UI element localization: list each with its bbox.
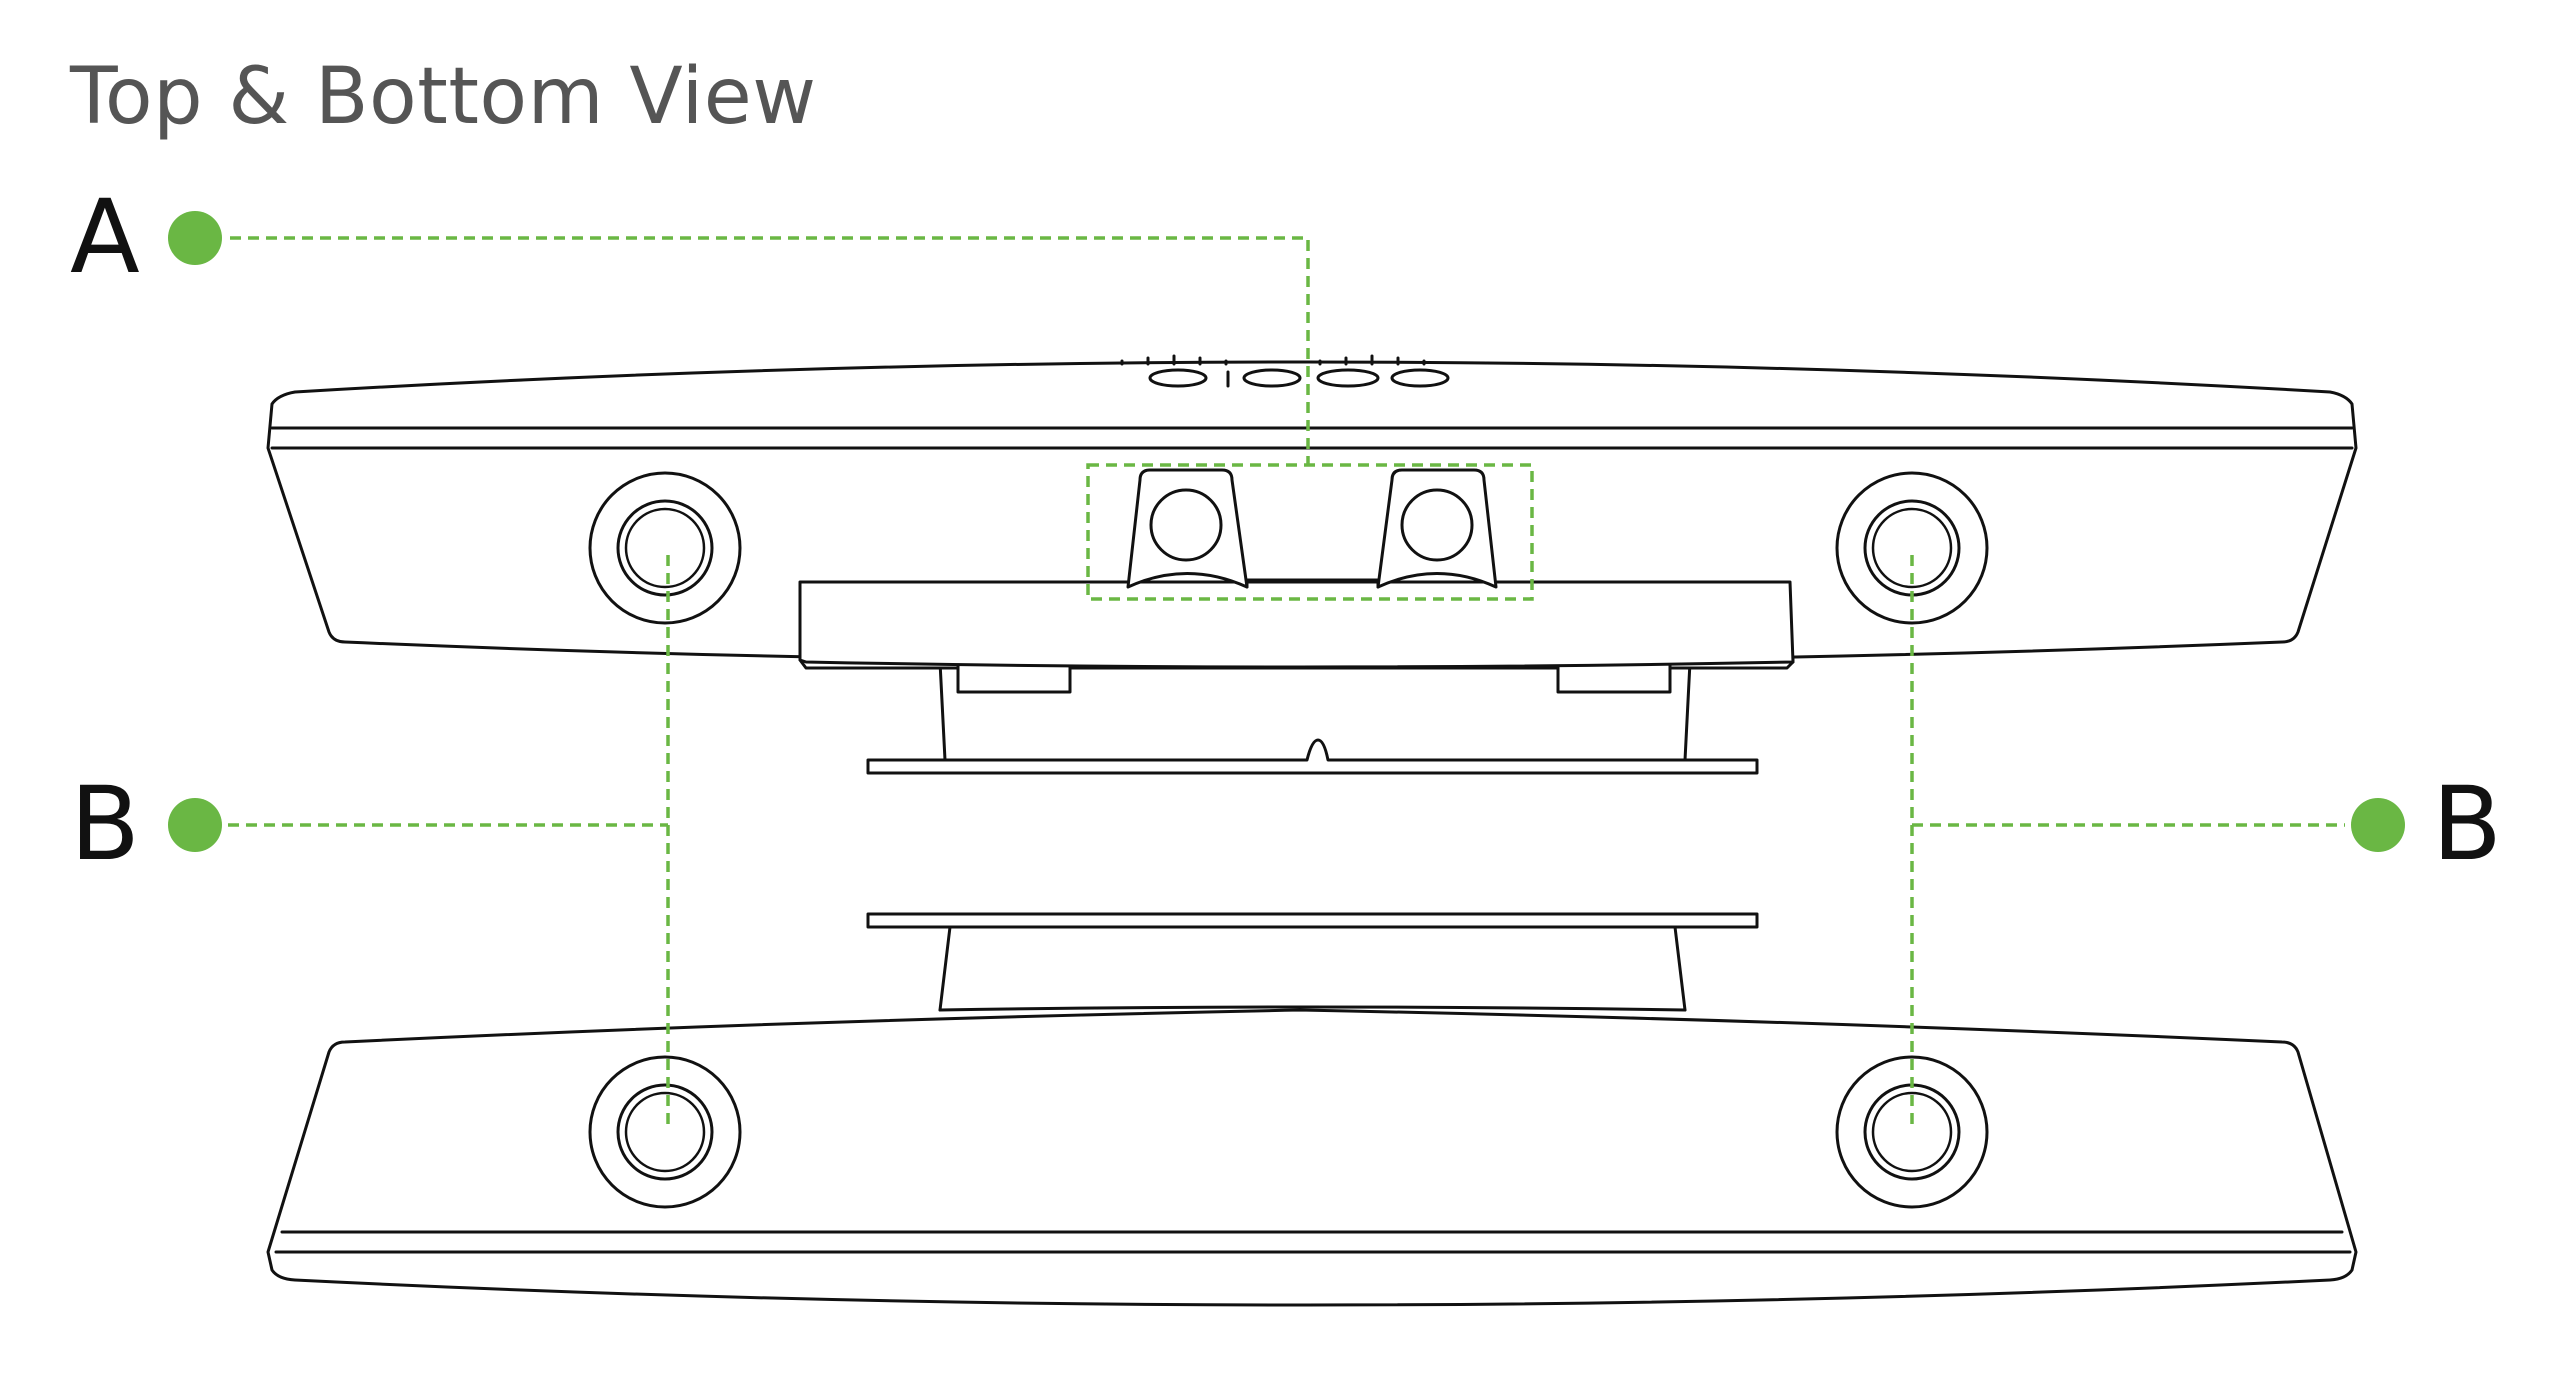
- callout-b-right: B: [1910, 555, 2502, 1128]
- callout-b-left-label: B: [70, 765, 140, 884]
- bottom-view-body: [266, 1008, 2358, 1307]
- callout-b-left-dot: [168, 798, 222, 852]
- callout-b-left: B: [70, 555, 670, 1128]
- callout-b-right-dot: [2351, 798, 2405, 852]
- page-title: Top & Bottom View: [70, 52, 817, 142]
- callout-b-right-label: B: [2432, 765, 2502, 884]
- cisco-logo: [1120, 354, 1450, 388]
- mounting-bracket-bottom: [866, 912, 1759, 1012]
- callout-a: A: [70, 178, 1534, 601]
- rubber-foot-bottom-left: [588, 1055, 742, 1209]
- rubber-foot-top-right: [1835, 471, 1989, 625]
- rubber-foot-bottom-right: [1835, 1055, 1989, 1209]
- top-view-device: [266, 354, 2358, 775]
- callout-a-label: A: [70, 178, 140, 297]
- bottom-view-device: [266, 912, 2358, 1307]
- rubber-foot-top-left: [588, 471, 742, 625]
- top-view-body: [266, 360, 2358, 664]
- mounting-tabs: [1126, 468, 1498, 589]
- callout-a-dot: [168, 211, 222, 265]
